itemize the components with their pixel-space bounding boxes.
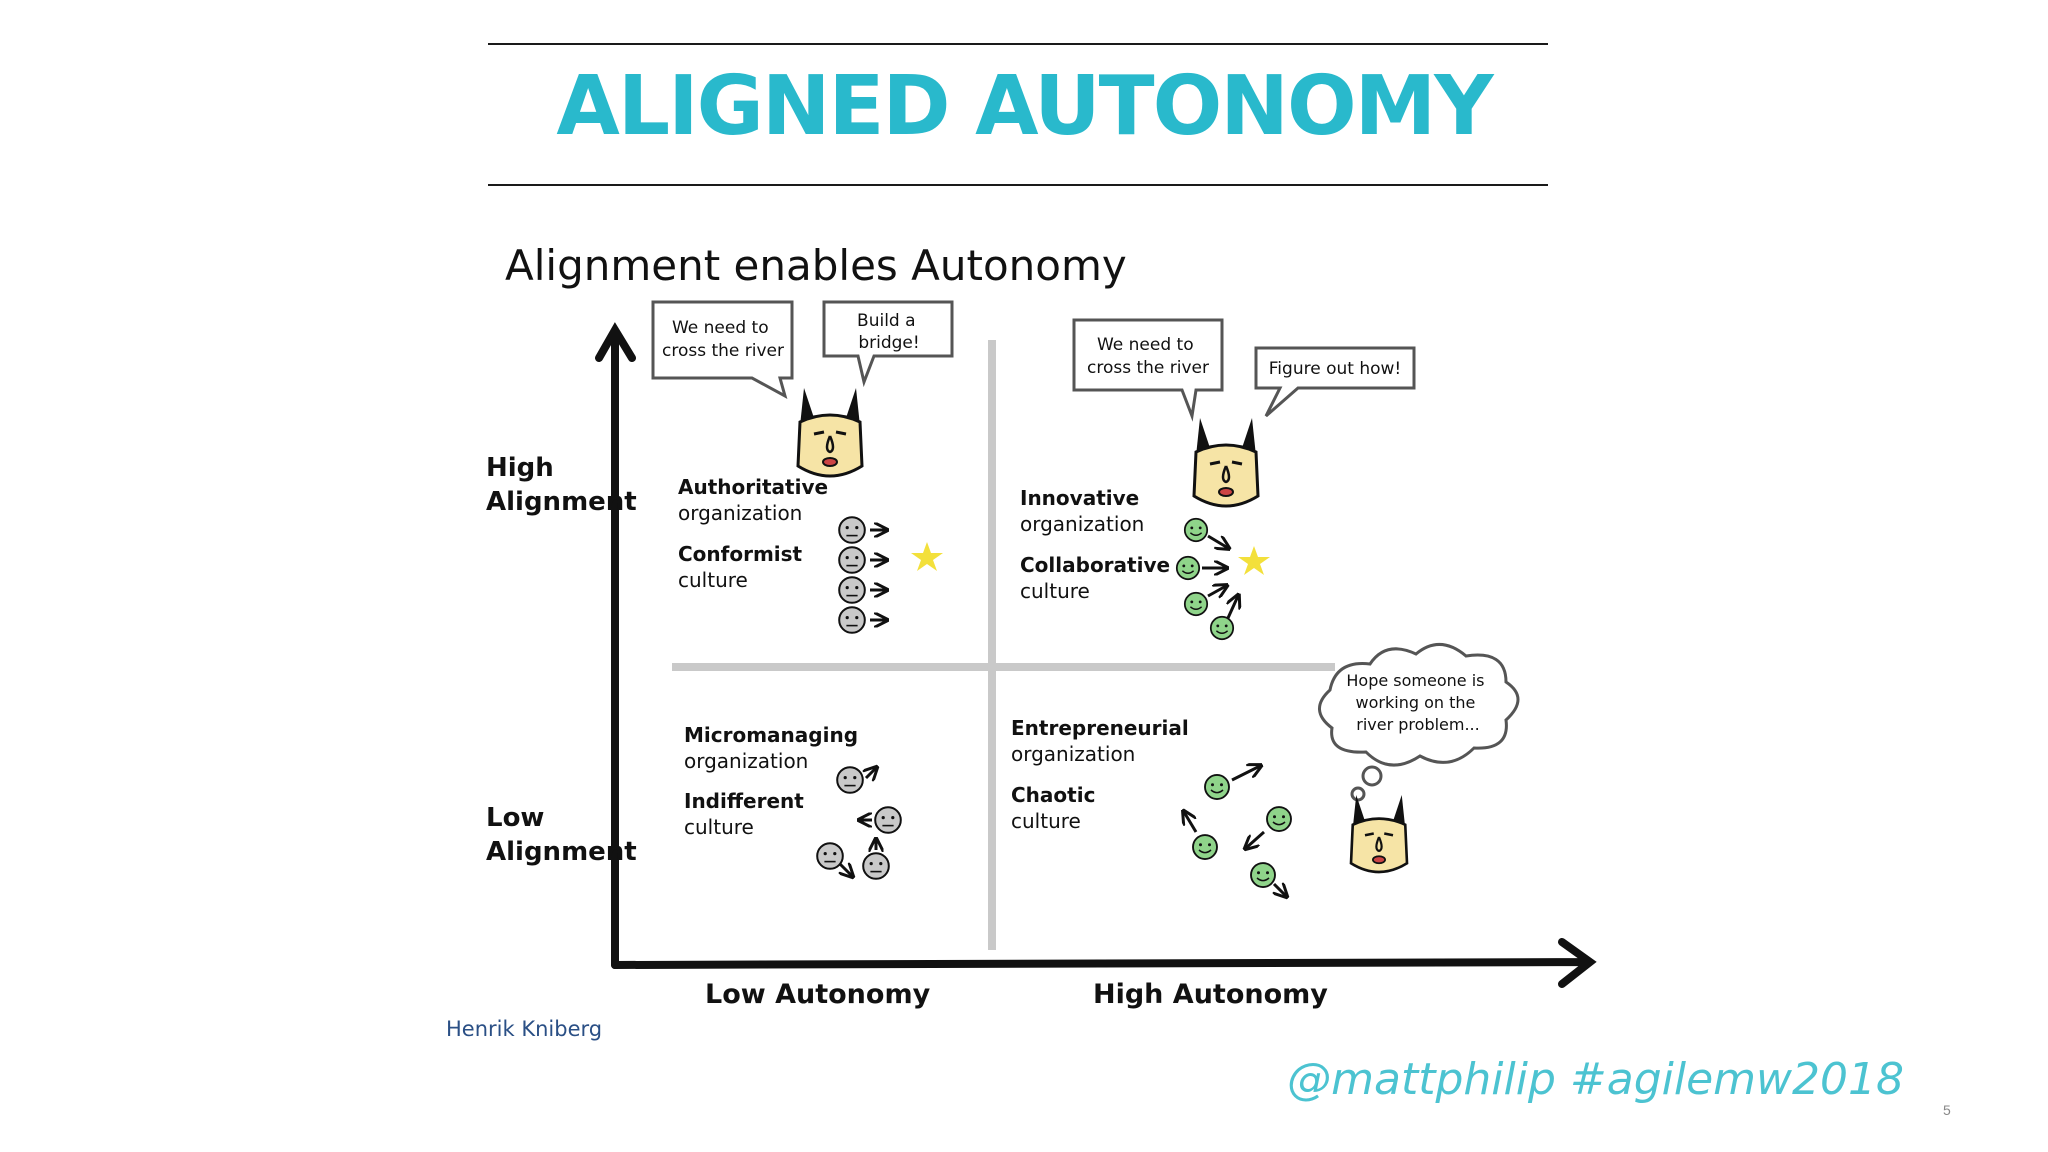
- goal-star-top-right: [1238, 546, 1270, 575]
- y-axis-low-label: Low Alignment: [486, 803, 637, 867]
- svg-text:Hope someone is working: Hope someone is working on the river pro…: [1346, 671, 1489, 734]
- footer-handle: @mattphilip #agilemw2018: [1287, 1054, 1904, 1105]
- svg-text:Build a bridge!: Build a bridge!: [857, 311, 921, 353]
- diagram-heading: Alignment enables Autonomy: [505, 241, 1127, 290]
- goal-star-top-left: [911, 542, 943, 571]
- boss-face-bottom-right: [1349, 793, 1409, 874]
- thought-bubble-river-problem: Hope someone is working on the river pro…: [1318, 643, 1520, 802]
- speech-bubble-figure-out-how: Figure out how!: [1254, 346, 1416, 418]
- boss-face-top-right: [1192, 416, 1260, 508]
- indifferent-team: [816, 767, 902, 879]
- top-right-labels: Innovative organization Collaborative cu…: [1020, 486, 1176, 603]
- bottom-left-labels: Micromanaging organization Indifferent c…: [684, 723, 864, 839]
- x-axis-arrow: [611, 938, 1597, 988]
- page-number: 5: [1943, 1102, 1951, 1118]
- speech-bubble-cross-river-right: We need to cross the river: [1072, 318, 1224, 422]
- boss-face-top-left: [796, 386, 864, 478]
- chaotic-team: [1184, 766, 1292, 896]
- speech-bubble-build-bridge: Build a bridge!: [822, 300, 954, 388]
- y-axis-high-label: High Alignment: [486, 453, 637, 517]
- svg-text:We need to cross the riv: We need to cross the river: [1087, 335, 1209, 378]
- slide-title: ALIGNED AUTONOMY: [556, 59, 1493, 154]
- conformist-team: [838, 516, 886, 634]
- x-axis-low-label: Low Autonomy: [705, 979, 931, 1010]
- speech-bubble-cross-river-left: We need to cross the river: [651, 300, 794, 400]
- bottom-right-labels: Entrepreneurial organization Chaotic cul…: [1011, 716, 1195, 833]
- svg-text:Figure out how!: Figure out how!: [1269, 359, 1401, 379]
- collaborative-team: [1175, 517, 1238, 641]
- alignment-autonomy-diagram: Alignment enables Autonomy High Alignmen…: [446, 241, 1597, 1041]
- x-axis-high-label: High Autonomy: [1093, 979, 1328, 1010]
- svg-text:We need to cross the riv: We need to cross the river: [662, 318, 784, 361]
- y-axis-arrow: [595, 322, 636, 969]
- top-left-labels: Authoritative organization Conformist cu…: [678, 475, 834, 592]
- top-rule: [488, 43, 1548, 45]
- bottom-rule: [488, 184, 1548, 186]
- diagram-credit: Henrik Kniberg: [446, 1017, 602, 1041]
